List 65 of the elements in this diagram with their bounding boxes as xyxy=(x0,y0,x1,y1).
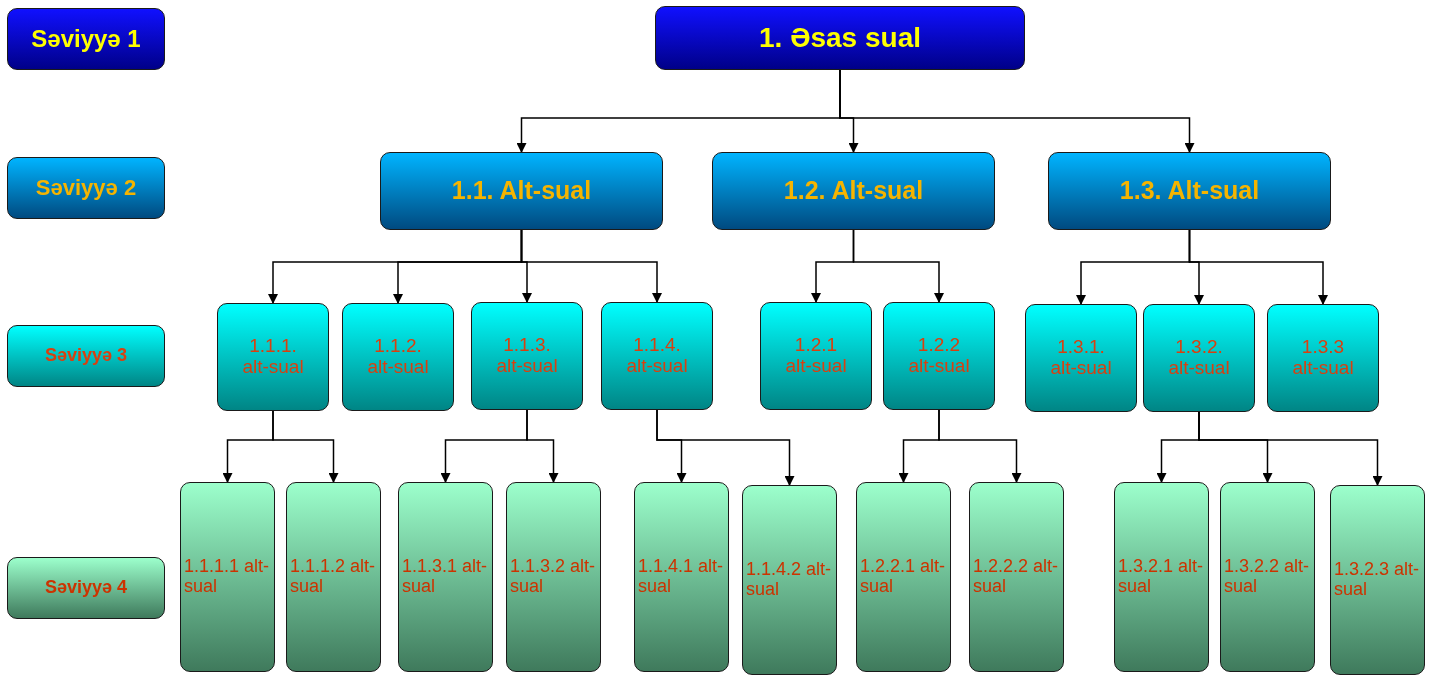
question-box xyxy=(1330,485,1425,675)
question-box xyxy=(1220,482,1315,672)
question-box xyxy=(655,6,1025,70)
box-label: 1.1.4.1 alt-sual xyxy=(638,557,725,597)
question-box xyxy=(342,303,454,411)
connector-arrow xyxy=(1188,229,1328,305)
level-tag xyxy=(7,557,165,619)
question-box xyxy=(712,152,995,230)
box-label: 1.1. Alt-sual xyxy=(451,177,592,205)
box-label: 1.1.4. alt-sual xyxy=(625,335,689,377)
question-box xyxy=(471,302,583,410)
question-box xyxy=(180,482,275,672)
box-label: 1.1.2. alt-sual xyxy=(366,336,430,378)
box-label: 1.3.2.2 alt-sual xyxy=(1224,557,1311,597)
box-label: 1.2. Alt-sual xyxy=(783,177,924,205)
level-tag xyxy=(7,8,165,70)
question-box xyxy=(760,302,872,410)
connector-arrow xyxy=(526,409,559,483)
question-box xyxy=(601,302,713,410)
box-label: 1.1.3.1 alt-sual xyxy=(402,557,489,597)
question-box xyxy=(286,482,381,672)
box-label: 1.3. Alt-sual xyxy=(1119,177,1260,205)
box-label: 1.3.2.3 alt-sual xyxy=(1334,560,1421,600)
box-label: 1.2.2.2 alt-sual xyxy=(973,557,1060,597)
question-box xyxy=(856,482,951,672)
question-box xyxy=(634,482,729,672)
question-box xyxy=(1025,304,1137,412)
box-label: 1. Əsas sual xyxy=(759,22,921,54)
connector-arrow xyxy=(656,409,795,486)
connector-arrow xyxy=(938,409,1022,483)
box-label: 1.1.4.2 alt-sual xyxy=(746,560,833,600)
box-label: 1.1.1.2 alt-sual xyxy=(290,557,377,597)
question-box xyxy=(742,485,837,675)
box-label: 1.2.2.1 alt-sual xyxy=(860,557,947,597)
question-box xyxy=(380,152,663,230)
connector-arrow xyxy=(852,229,944,303)
level-tag xyxy=(7,157,165,219)
box-label: 1.3.2. alt-sual xyxy=(1167,337,1231,379)
box-label: Səviyyə 1 xyxy=(31,25,141,53)
box-label: 1.2.1 alt-sual xyxy=(784,335,848,377)
question-box xyxy=(1267,304,1379,412)
box-label: 1.3.3 alt-sual xyxy=(1291,337,1355,379)
box-label: Səviyyə 4 xyxy=(44,578,128,598)
question-box xyxy=(217,303,329,411)
connector-arrow xyxy=(839,69,1195,153)
box-label: 1.1.3.2 alt-sual xyxy=(510,557,597,597)
question-box xyxy=(1114,482,1209,672)
box-label: 1.1.3. alt-sual xyxy=(495,335,559,377)
connector-arrow xyxy=(272,410,339,483)
question-box xyxy=(1048,152,1331,230)
box-label: 1.2.2 alt-sual xyxy=(907,335,971,377)
question-box xyxy=(883,302,995,410)
box-label: 1.3.1. alt-sual xyxy=(1049,337,1113,379)
question-box xyxy=(1143,304,1255,412)
level-tag xyxy=(7,325,165,387)
question-box xyxy=(969,482,1064,672)
box-label: 1.3.2.1 alt-sual xyxy=(1118,557,1205,597)
box-label: 1.1.1.1 alt-sual xyxy=(184,557,271,597)
box-label: Səviyyə 2 xyxy=(35,175,137,201)
connector-arrow xyxy=(520,229,662,303)
question-box xyxy=(506,482,601,672)
box-label: Səviyyə 3 xyxy=(44,346,128,366)
question-box xyxy=(398,482,493,672)
connector-arrow xyxy=(1198,411,1383,486)
box-label: 1.1.1. alt-sual xyxy=(241,336,305,378)
